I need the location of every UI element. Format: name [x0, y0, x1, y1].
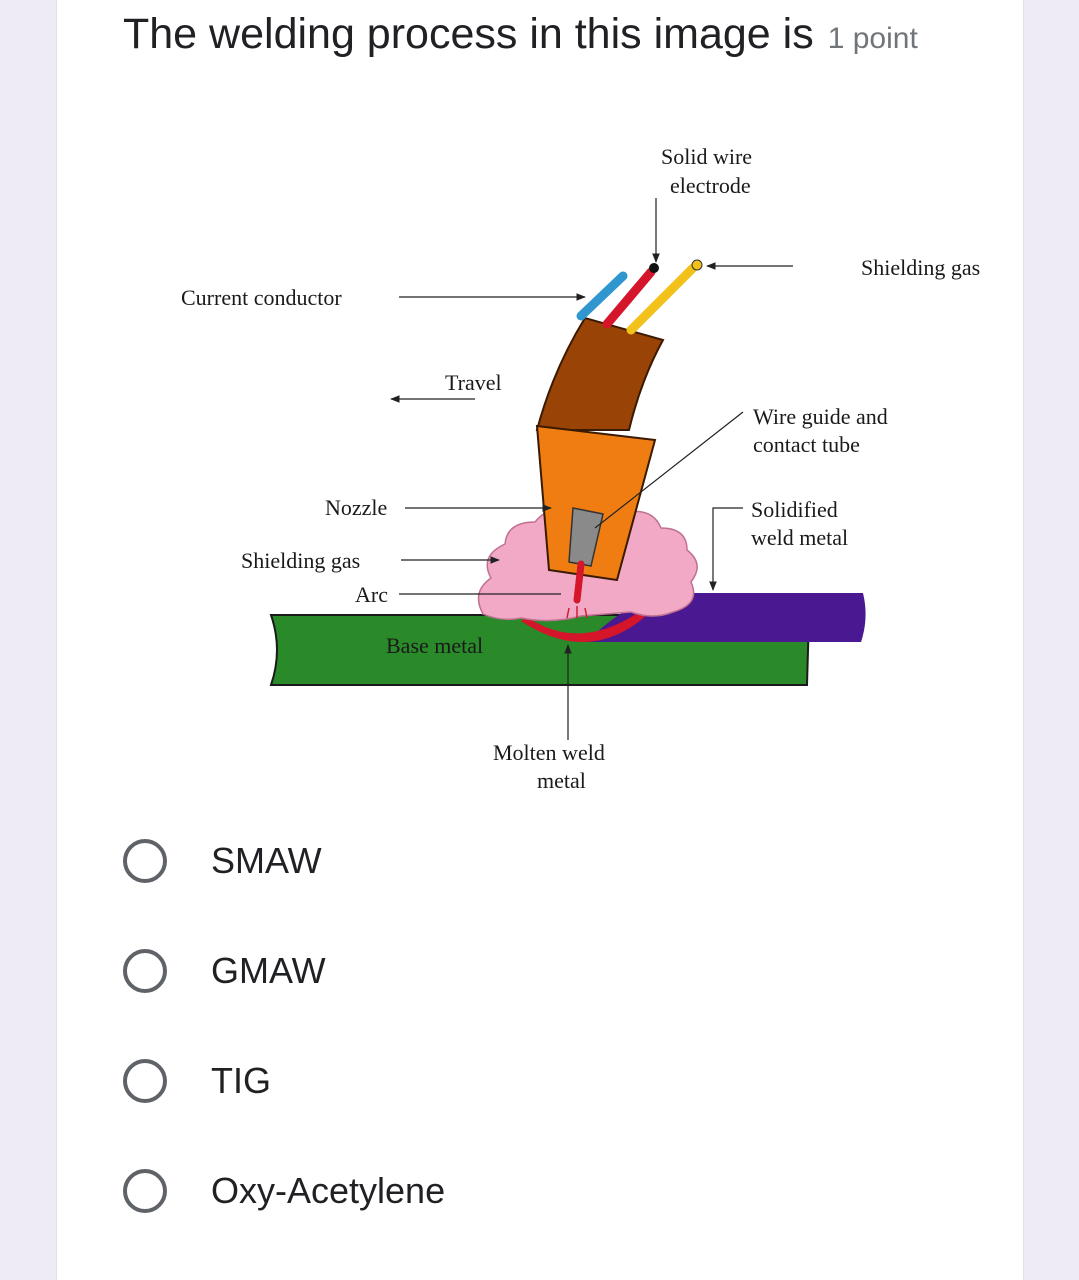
solidified-leader	[709, 507, 743, 591]
label-electrode: electrode	[670, 173, 751, 198]
label-solid-wire: Solid wire	[661, 144, 752, 169]
current-conductor-wire	[576, 271, 628, 321]
radio-gmaw[interactable]	[123, 949, 167, 993]
question-card: The welding process in this image is 1 po…	[56, 0, 1024, 1280]
label-travel: Travel	[445, 370, 502, 395]
option-oxy-acetylene[interactable]: Oxy-Acetylene	[123, 1161, 623, 1221]
question-text: The welding process in this image is	[123, 10, 814, 58]
points-label: 1 point	[827, 22, 918, 55]
wire-guide-leader	[594, 411, 744, 529]
option-smaw[interactable]: SMAW	[123, 831, 623, 891]
question-title: The welding process in this image is 1 po…	[123, 10, 918, 59]
label-nozzle: Nozzle	[325, 495, 387, 520]
radio-oxy-acetylene[interactable]	[123, 1169, 167, 1213]
molten-weld-pool	[521, 612, 647, 643]
shielding-gas-hose-end	[691, 259, 703, 271]
label-shielding-gas-left: Shielding gas	[241, 548, 360, 573]
electrode-wire-end	[649, 263, 659, 273]
option-label: SMAW	[211, 840, 322, 881]
label-weld-metal: weld metal	[751, 525, 848, 550]
label-metal: metal	[537, 768, 586, 793]
welding-diagram: Solid wire electrode Shielding gas Curre…	[181, 144, 980, 793]
contact-tube	[568, 507, 604, 567]
label-shielding-gas-top: Shielding gas	[861, 255, 980, 280]
radio-smaw[interactable]	[123, 839, 167, 883]
label-current-conductor: Current conductor	[181, 285, 342, 310]
electrode-tip	[573, 560, 585, 604]
torch-nozzle	[535, 424, 657, 582]
label-base-metal: Base metal	[386, 633, 483, 658]
torch-body	[535, 316, 665, 431]
option-label: GMAW	[211, 950, 326, 991]
label-contact-tube: contact tube	[753, 432, 860, 457]
radio-tig[interactable]	[123, 1059, 167, 1103]
option-label: TIG	[211, 1060, 271, 1101]
option-tig[interactable]: TIG	[123, 1051, 623, 1111]
option-gmaw[interactable]: GMAW	[123, 941, 623, 1001]
electrode-wire	[602, 267, 656, 329]
arc-sparks	[566, 606, 588, 619]
label-arc: Arc	[355, 582, 388, 607]
label-wire-guide: Wire guide and	[753, 404, 888, 429]
option-label: Oxy-Acetylene	[211, 1170, 446, 1211]
label-solidified: Solidified	[751, 497, 838, 522]
shielding-gas-hose	[626, 263, 698, 335]
label-molten-weld: Molten weld	[493, 740, 605, 765]
